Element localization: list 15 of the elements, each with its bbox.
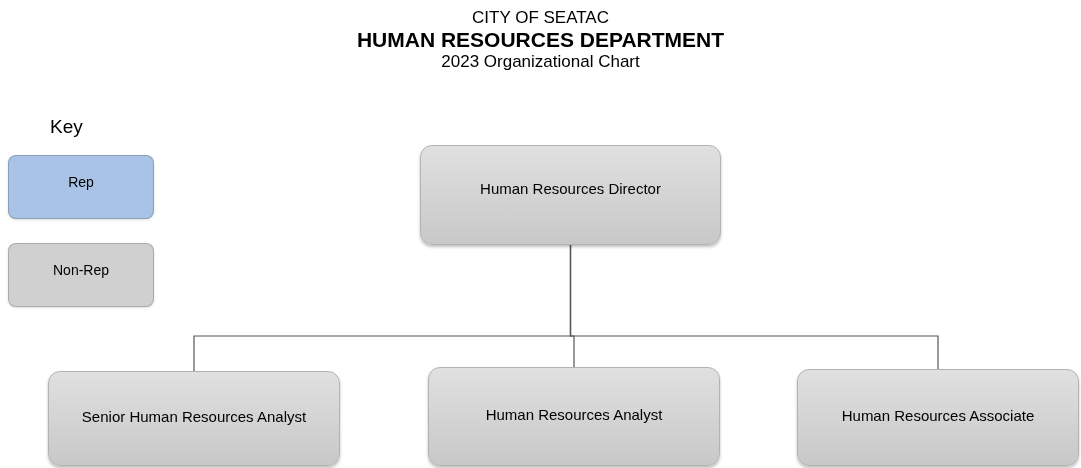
connector-line <box>569 244 939 370</box>
position-box <box>428 367 720 466</box>
legend-heading: Key <box>50 115 83 139</box>
chart-title: HUMAN RESOURCES DEPARTMENT <box>356 28 725 52</box>
legend-label: Rep <box>68 173 94 192</box>
position-title: Human Resources Director <box>480 179 661 199</box>
position-title: Human Resources Analyst <box>485 404 663 425</box>
chart-subtitle: 2023 Organizational Chart <box>441 52 640 72</box>
legend-label: Non-Rep <box>53 261 109 280</box>
position-title: Senior Human Resources Analyst <box>81 406 307 427</box>
position-box <box>48 371 340 466</box>
position-title: Human Resources Associate <box>841 405 1035 426</box>
organization-name: CITY OF SEATAC <box>472 8 609 28</box>
position-box <box>420 145 721 245</box>
position-box <box>797 369 1079 466</box>
